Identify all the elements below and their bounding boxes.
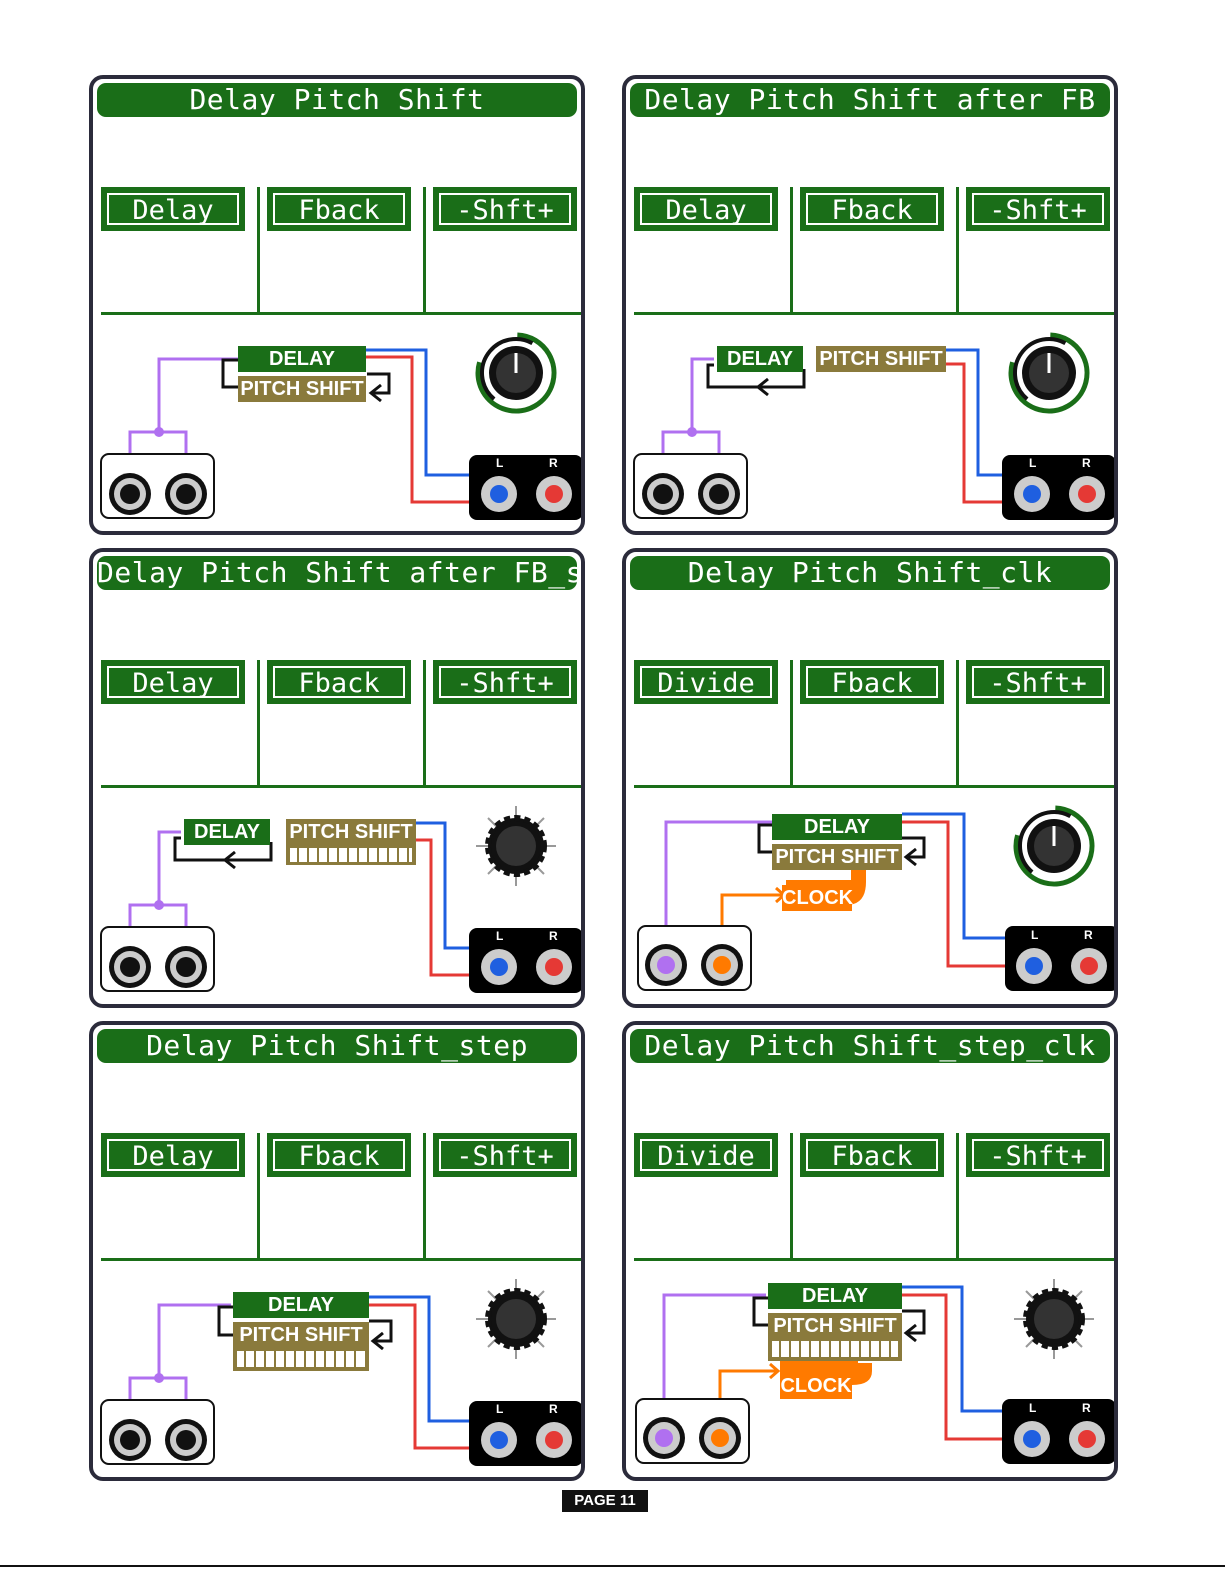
jack-label-right: R: [1082, 1401, 1091, 1415]
divider: [257, 187, 260, 315]
jack-label-left: L: [496, 1402, 504, 1416]
preset-title: Delay Pitch Shift_clk: [630, 556, 1110, 590]
clock-block: CLOCK: [780, 1373, 852, 1399]
divider: [790, 187, 793, 315]
param-1: Divide: [634, 660, 778, 704]
divider: [257, 660, 260, 788]
signal-path-diagram: [100, 1279, 581, 1466]
divider: [101, 1258, 581, 1261]
param-1: Delay: [101, 187, 245, 231]
divider: [257, 1133, 260, 1261]
pitch-shift-block: PITCH SHIFT: [816, 346, 946, 372]
preset-title: Delay Pitch Shift_step: [97, 1029, 577, 1063]
clock-block: CLOCK: [782, 885, 854, 911]
jack-label-left: L: [1029, 1401, 1037, 1415]
signal-path-diagram: [100, 332, 581, 520]
param-3: -Shft+: [433, 1133, 577, 1177]
jack-label-left: L: [496, 929, 504, 943]
preset-card: Delay Pitch Shift_clk Divide Fback -Shft…: [622, 548, 1118, 1008]
param-2: Fback: [267, 187, 411, 231]
param-2: Fback: [800, 1133, 944, 1177]
param-3: -Shft+: [966, 187, 1110, 231]
param-2: Fback: [800, 187, 944, 231]
jack-label-right: R: [1082, 456, 1091, 470]
divider: [634, 1258, 1114, 1261]
jack-label-right: R: [549, 929, 558, 943]
footer-rule: [0, 1565, 1225, 1567]
delay-block: DELAY: [772, 814, 902, 840]
pitch-shift-block: PITCH SHIFT: [768, 1313, 902, 1339]
divider: [423, 187, 426, 315]
delay-block: DELAY: [233, 1292, 369, 1318]
preset-card: Delay Pitch Shift after FB Delay Fback -…: [622, 75, 1118, 535]
divider: [956, 1133, 959, 1261]
divider: [101, 785, 581, 788]
preset-title: Delay Pitch Shift after FB_st: [97, 556, 577, 590]
signal-path-diagram: [633, 332, 1114, 520]
preset-title: Delay Pitch Shift after FB: [630, 83, 1110, 117]
jack-label-left: L: [1031, 928, 1039, 942]
param-2: Fback: [267, 660, 411, 704]
jack-label-right: R: [549, 456, 558, 470]
preset-card: Delay Pitch Shift Delay Fback -Shft+ DEL…: [89, 75, 585, 535]
divider: [423, 1133, 426, 1261]
page-number: PAGE 11: [562, 1490, 648, 1512]
divider: [101, 312, 581, 315]
param-2: Fback: [267, 1133, 411, 1177]
divider: [790, 660, 793, 788]
jack-label-right: R: [1084, 928, 1093, 942]
preset-title: Delay Pitch Shift: [97, 83, 577, 117]
param-3: -Shft+: [966, 660, 1110, 704]
divider: [423, 660, 426, 788]
preset-card: Delay Pitch Shift after FB_st Delay Fbac…: [89, 548, 585, 1008]
delay-block: DELAY: [768, 1283, 902, 1309]
param-1: Divide: [634, 1133, 778, 1177]
param-1: Delay: [101, 1133, 245, 1177]
param-1: Delay: [634, 187, 778, 231]
pitch-shift-block: PITCH SHIFT: [286, 819, 416, 845]
signal-path-diagram: [635, 1279, 1114, 1464]
param-3: -Shft+: [966, 1133, 1110, 1177]
preset-card: Delay Pitch Shift_step_clk Divide Fback …: [622, 1021, 1118, 1481]
preset-card: Delay Pitch Shift_step Delay Fback -Shft…: [89, 1021, 585, 1481]
jack-label-left: L: [1029, 456, 1037, 470]
jack-label-right: R: [549, 1402, 558, 1416]
preset-title: Delay Pitch Shift_step_clk: [630, 1029, 1110, 1063]
signal-path-diagram: [637, 805, 1114, 991]
param-2: Fback: [800, 660, 944, 704]
divider: [634, 312, 1114, 315]
divider: [956, 187, 959, 315]
param-1: Delay: [101, 660, 245, 704]
pitch-shift-block: PITCH SHIFT: [238, 376, 366, 402]
divider: [956, 660, 959, 788]
delay-block: DELAY: [717, 346, 803, 372]
signal-path-diagram: [100, 806, 581, 993]
param-3: -Shft+: [433, 660, 577, 704]
delay-block: DELAY: [184, 819, 270, 845]
pitch-shift-block: PITCH SHIFT: [233, 1322, 369, 1348]
delay-block: DELAY: [238, 346, 366, 372]
divider: [790, 1133, 793, 1261]
divider: [634, 785, 1114, 788]
pitch-shift-block: PITCH SHIFT: [772, 844, 902, 870]
jack-label-left: L: [496, 456, 504, 470]
param-3: -Shft+: [433, 187, 577, 231]
